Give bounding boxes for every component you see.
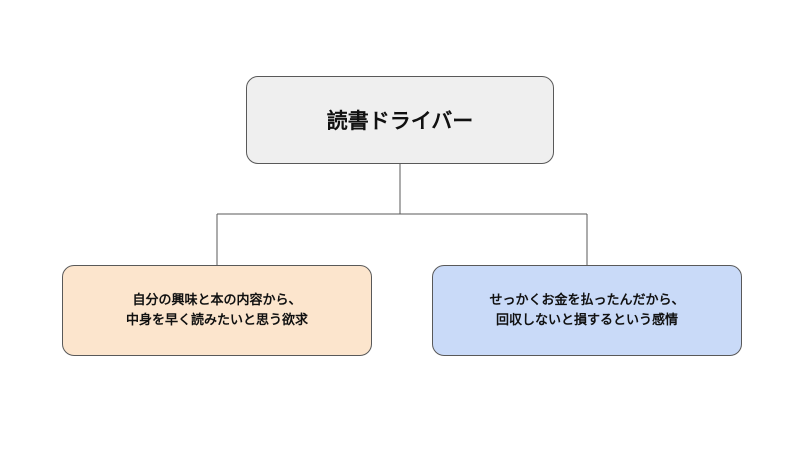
root-node-label: 読書ドライバー: [326, 109, 474, 133]
child-node-left-line-2: 中身を早く読みたいと思う欲求: [125, 312, 308, 328]
child-node-left: 自分の興味と本の内容から、 中身を早く読みたいと思う欲求: [62, 265, 372, 356]
child-node-right: せっかくお金を払ったんだから、 回収しないと損するという感情: [432, 265, 742, 356]
child-node-right-line-1: せっかくお金を払ったんだから、: [489, 292, 685, 308]
child-node-right-line-2: 回収しないと損するという感情: [495, 312, 678, 328]
root-node: 読書ドライバー: [246, 76, 554, 164]
child-node-left-line-1: 自分の興味と本の内容から、: [132, 292, 302, 308]
child-node-left-text: 自分の興味と本の内容から、 中身を早く読みたいと思う欲求: [126, 291, 308, 331]
child-node-right-text: せっかくお金を払ったんだから、 回収しないと損するという感情: [489, 291, 684, 331]
